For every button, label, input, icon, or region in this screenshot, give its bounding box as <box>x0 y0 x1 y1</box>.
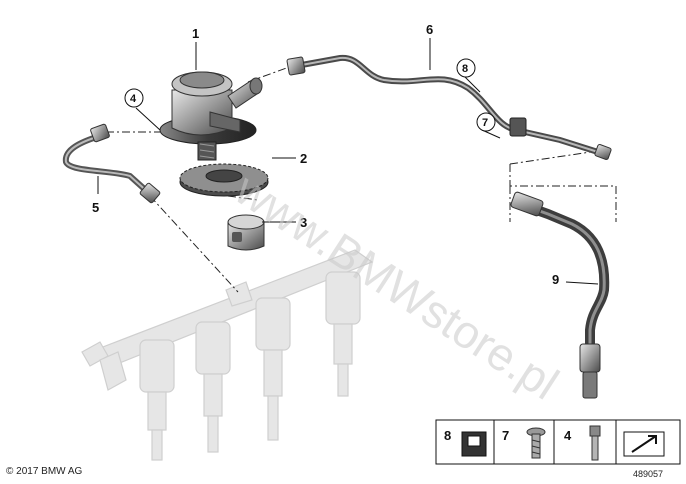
legend-number-8: 8 <box>444 428 451 443</box>
callout-7-circle <box>476 112 496 132</box>
callout-labels: 1 2 3 4 5 6 7 8 9 <box>92 22 559 287</box>
next-page-arrow-icon <box>623 431 665 457</box>
callout-7: 7 <box>482 117 488 129</box>
callout-4-circle <box>124 88 144 108</box>
parts-legend: 8 7 4 <box>435 419 681 465</box>
callout-6: 6 <box>426 22 433 37</box>
high-pressure-pump <box>159 71 263 161</box>
legend-number-7: 7 <box>502 428 509 443</box>
fuel-line-5 <box>62 123 161 204</box>
rubber-clip-icon <box>461 431 487 457</box>
callout-8-circle <box>456 58 476 78</box>
callout-9: 9 <box>552 272 559 287</box>
diagram-id: 489057 <box>633 469 664 479</box>
fuel-line-9 <box>510 191 610 399</box>
callout-5: 5 <box>92 200 99 215</box>
callout-8: 8 <box>462 63 468 75</box>
callout-1: 1 <box>192 26 199 41</box>
callout-3: 3 <box>300 215 307 230</box>
callout-4: 4 <box>130 93 137 105</box>
drive-gear <box>179 163 269 197</box>
copyright-text: © 2017 BMW AG <box>6 466 83 477</box>
fuel-line-6 <box>286 54 612 160</box>
bolt-icon <box>589 425 601 461</box>
leader-lines <box>97 38 599 285</box>
guide-lines <box>106 65 617 293</box>
callout-2: 2 <box>300 151 307 166</box>
screw-icon <box>526 427 546 459</box>
legend-number-4: 4 <box>564 428 572 443</box>
roller-tappet <box>227 214 265 251</box>
fuel-rail-ghost <box>81 249 374 461</box>
